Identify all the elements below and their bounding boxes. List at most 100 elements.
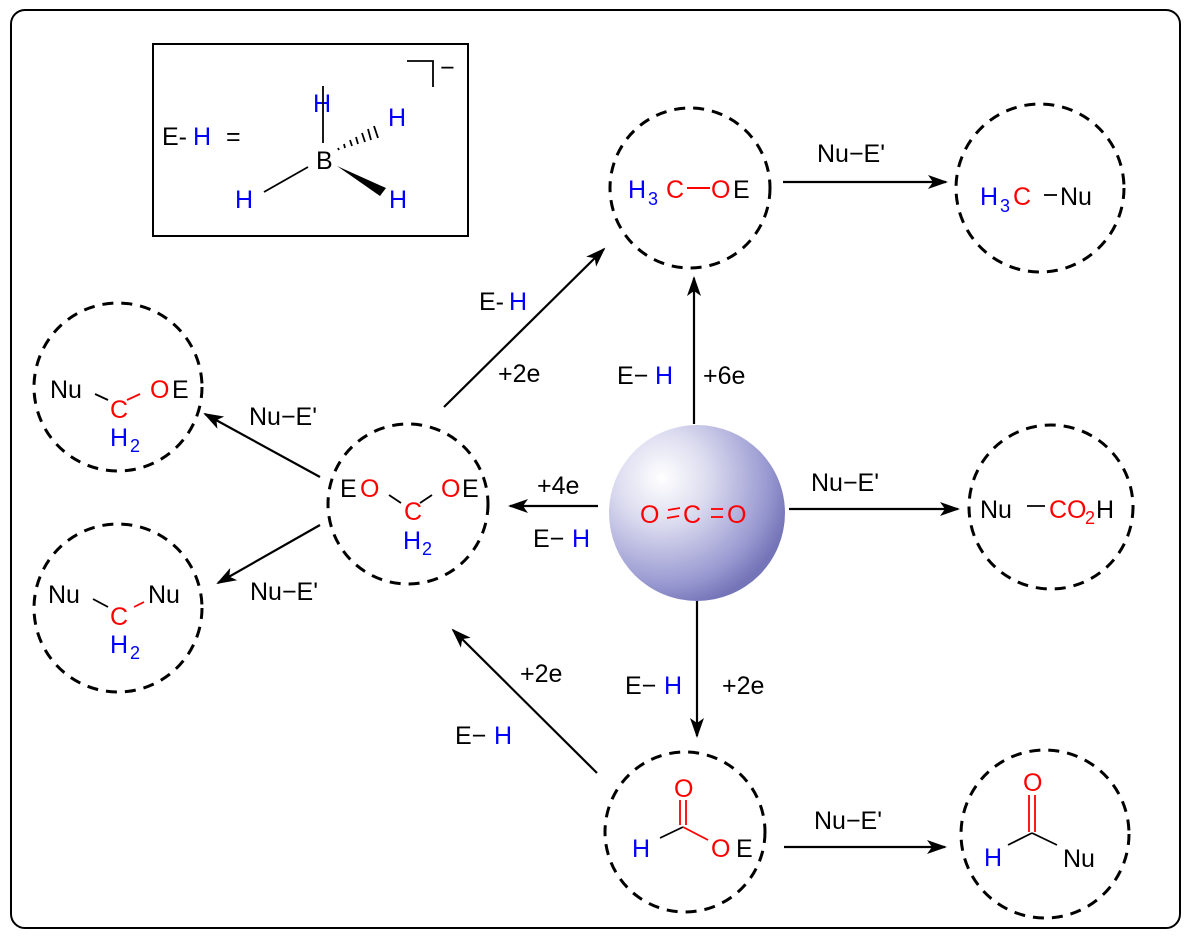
carboxylic-o-sub: 2 (1085, 508, 1095, 528)
nuch2nu-h: H (110, 631, 128, 659)
dashed-circle (967, 423, 1135, 591)
dashed-circle (608, 106, 772, 270)
acetal-e2: E (462, 475, 479, 503)
arrow-label-reagent: Nu−E' (811, 469, 879, 497)
formate-e: E (736, 835, 753, 863)
nuch2oe-c: C (110, 396, 128, 424)
arrow-label-reagent: Nu−E' (249, 403, 317, 431)
arrow-label-h: H (664, 672, 682, 700)
acetal-h: H (403, 527, 421, 555)
carboxylic-co: CO (1049, 496, 1087, 524)
arrow-label-electrons: +4e (537, 472, 579, 500)
formyl-cnu-bond (1031, 832, 1058, 846)
node-carboxylic-acid: Nu CO 2 H (967, 423, 1135, 591)
methoxy-h-sub: 3 (648, 189, 658, 209)
arrow-label-electrons: +2e (520, 660, 562, 688)
nuch2oe-h-sub: 2 (130, 436, 140, 456)
nuch2oe-nu: Nu (50, 376, 82, 404)
arrow-co2-to-acetal: +4e E− H (508, 472, 598, 553)
co2-c: C (683, 501, 701, 529)
carboxylic-nu: Nu (980, 496, 1012, 524)
node-formate: O H O E (603, 750, 767, 914)
nuch2oe-h: H (110, 424, 128, 452)
acetal-c: C (404, 498, 422, 526)
arrow-co2-to-methoxy: E− H +6e (617, 276, 745, 424)
arrow-co2-to-carboxylic: Nu−E' (789, 469, 960, 516)
methoxy-o: O (711, 176, 730, 204)
formyl-o: O (1023, 769, 1042, 797)
arrow-label-h: H (509, 288, 527, 316)
acetal-bond-1 (388, 494, 402, 504)
nuch2oe-e: E (172, 376, 189, 404)
legend-borohydride: E- H = B H H H H − (152, 43, 469, 237)
nuch2oe-bond-1 (94, 393, 109, 401)
nuch2oe-o: O (150, 376, 169, 404)
carboxylic-h: H (1096, 496, 1114, 524)
formyl-nu: Nu (1063, 845, 1095, 873)
acetal-bond-2 (419, 494, 433, 504)
nuch2oe-bond-2 (126, 393, 141, 401)
co2-double-bond-1b (666, 515, 680, 519)
node-formyl-nu: O H Nu (959, 748, 1131, 920)
arrow-label-e: E− (617, 362, 648, 390)
legend-box (152, 43, 469, 237)
wedge-bond (337, 166, 386, 196)
methyl-nu: Nu (1060, 183, 1092, 211)
acetal-e1: E (340, 475, 357, 503)
node-nu-ch2-oe: Nu C O E H 2 (32, 301, 204, 473)
arrow-label-e: E− (455, 722, 486, 750)
arrow-formate-to-formyl-nu: Nu−E' (784, 807, 947, 854)
dashed-circle (954, 102, 1126, 274)
node-methyl-nu: H 3 C Nu (954, 102, 1126, 274)
node-acetal: E O C O E H 2 (326, 422, 490, 586)
formate-h: H (632, 835, 650, 863)
legend-h-label: H (193, 123, 211, 151)
nuch2nu-c: C (110, 603, 128, 631)
arrow-acetal-to-nu-ch2-oe: Nu−E' (203, 403, 321, 478)
arrow-label-h: H (494, 722, 512, 750)
methyl-h-sub: 3 (1000, 196, 1010, 216)
arrow-label-h: H (655, 362, 673, 390)
negative-charge: − (440, 54, 455, 82)
arrow-label-reagent: Nu−E' (817, 140, 885, 168)
arrow-label-reagent: Nu−E' (814, 807, 882, 835)
outer-frame (10, 9, 1181, 929)
formate-o-carbonyl: O (674, 775, 693, 803)
hydride-left: H (235, 186, 253, 214)
co2-o-left: O (640, 501, 659, 529)
acetal-o1: O (360, 475, 379, 503)
formyl-ch-bond (1007, 832, 1033, 846)
arrow-co2-to-formate: E− H +2e (625, 601, 764, 738)
arrow-label-electrons: +2e (722, 672, 764, 700)
co2-sphere: O C O (609, 425, 785, 601)
arrow-acetal-to-nu-ch2-nu: Nu−E' (216, 524, 321, 606)
methyl-h: H (980, 183, 998, 211)
dashed-circle (326, 422, 490, 586)
arrow-label-e: E- (479, 288, 504, 316)
methyl-c: C (1013, 183, 1031, 211)
arrow-label-electrons: +2e (498, 360, 540, 388)
nuch2nu-nu2: Nu (148, 581, 180, 609)
methoxy-e: E (733, 176, 750, 204)
node-nu-ch2-nu: Nu C Nu H 2 (32, 522, 204, 694)
bond-b-h-left (263, 166, 309, 193)
sphere (609, 425, 785, 601)
dashed-circle (32, 522, 204, 694)
hydride-top: H (313, 90, 331, 118)
arrow-methoxy-to-methyl-nu: Nu−E' (783, 140, 948, 189)
boron-atom: B (316, 147, 333, 175)
dashed-circle (603, 750, 767, 914)
dashed-circle (32, 301, 204, 473)
arrow-acetal-to-methoxy: E- H +2e (443, 247, 606, 408)
formate-ch-bond (659, 826, 684, 839)
nuch2nu-bond-1 (92, 598, 109, 608)
hydride-hashed: H (388, 104, 406, 132)
methoxy-h: H (628, 176, 646, 204)
node-methoxy: H 3 C O E (608, 106, 772, 270)
formyl-h: H (984, 844, 1002, 872)
arrow-label-electrons: +6e (703, 362, 745, 390)
formate-co-single (682, 826, 709, 841)
dashed-circle (959, 748, 1131, 920)
nuch2nu-h-sub: 2 (130, 643, 140, 663)
